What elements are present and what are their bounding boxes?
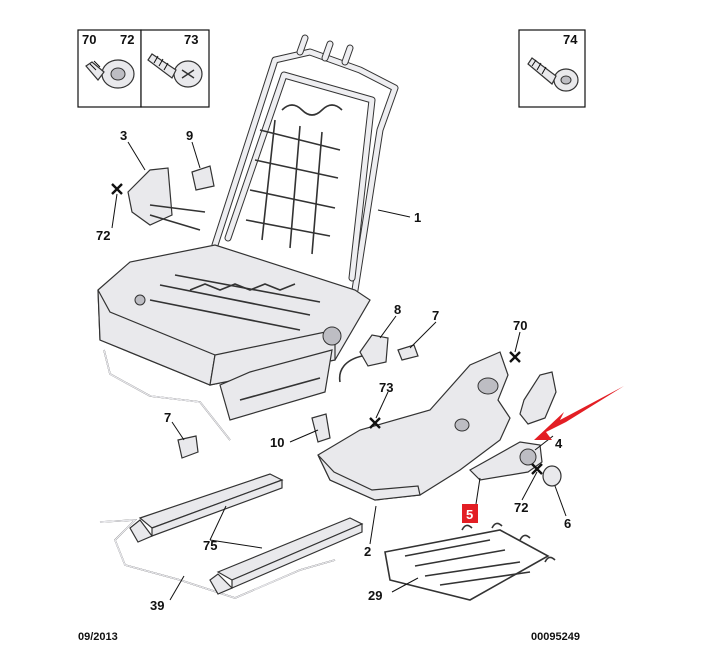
- flange-screw-icon: [527, 57, 579, 92]
- bracket-10: [311, 413, 331, 443]
- leader-lines: [111, 141, 567, 601]
- callout-72-upper: 72: [96, 228, 110, 243]
- upper-bracket: [127, 167, 206, 231]
- callout-29: 29: [368, 588, 382, 603]
- box-label-73: 73: [184, 32, 198, 47]
- fastener-box-74: 74: [518, 29, 586, 108]
- footer-diagram-number: 00095249: [531, 631, 580, 643]
- callout-10: 10: [270, 435, 284, 450]
- recline-lever: [469, 371, 557, 481]
- box-label-74: 74: [563, 32, 578, 47]
- callout-8: 8: [394, 302, 401, 317]
- callout-1: 1: [414, 210, 421, 225]
- callout-7-left: 7: [164, 410, 171, 425]
- fastener-box-73: 73: [140, 29, 210, 108]
- callout-4: 4: [555, 436, 563, 451]
- seat-frame: [97, 34, 399, 421]
- callout-75: 75: [203, 538, 217, 553]
- slide-rails: [129, 473, 364, 595]
- callout-39: 39: [150, 598, 164, 613]
- side-trim-panel: [317, 351, 511, 501]
- callout-7-right: 7: [432, 308, 439, 323]
- footer-date: 09/2013: [78, 631, 118, 643]
- callout-73: 73: [379, 380, 393, 395]
- highlight-label-5: 5: [466, 507, 473, 522]
- screw-icon: [147, 53, 203, 88]
- push-clip-icon: [85, 59, 135, 89]
- red-pointer-arrow: [534, 386, 624, 440]
- spring-mat: [384, 522, 556, 601]
- callout-9: 9: [186, 128, 193, 143]
- clip-7-left: [177, 435, 199, 459]
- bracket-8: [338, 334, 389, 383]
- highlight-label-box: [462, 504, 478, 523]
- small-clip-9: [191, 165, 215, 191]
- screw-marker: [111, 183, 543, 475]
- callout-2: 2: [364, 544, 371, 559]
- callout-3: 3: [120, 128, 127, 143]
- box-label-70: 70: [82, 32, 96, 47]
- callout-labels: 3 9 72 1 8 7 70 73 7 10 4 72 6 2 75 39 2…: [96, 128, 571, 613]
- callout-6: 6: [564, 516, 571, 531]
- pivot-cap: [542, 465, 562, 487]
- fastener-box-70-72: 70 72: [77, 29, 142, 108]
- callout-70: 70: [513, 318, 527, 333]
- callout-72-lower: 72: [514, 500, 528, 515]
- highlight-part-5: 5: [462, 386, 624, 523]
- clip-7-right: [397, 344, 419, 361]
- box-label-72: 72: [120, 32, 134, 47]
- link-bar-wire: [99, 349, 336, 599]
